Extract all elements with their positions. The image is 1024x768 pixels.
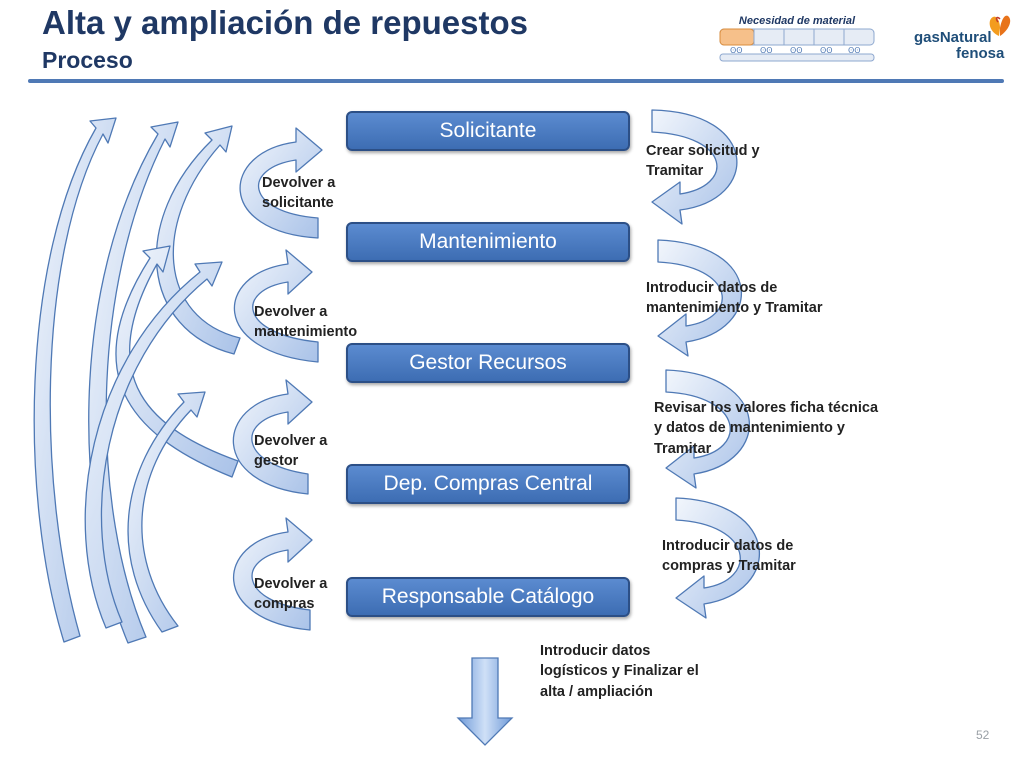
need-material-label: Necesidad de material xyxy=(738,15,856,27)
role-solicitante: Solicitante xyxy=(346,111,630,151)
header-divider xyxy=(28,79,1004,83)
return-arrow-long-3 xyxy=(155,125,241,355)
process-strip-icon: ʘʘ ʘʘ ʘʘ ʘʘ ʘʘ xyxy=(719,28,875,62)
svg-text:ʘʘ: ʘʘ xyxy=(790,46,803,55)
forward-step-label-4: Introducir datos de compras y Tramitar xyxy=(662,538,796,575)
svg-text:ʘʘ: ʘʘ xyxy=(760,46,773,55)
logo-line-2: fenosa xyxy=(956,44,1005,62)
return-step-label-solicitante: Devolver a solicitante xyxy=(262,175,336,212)
svg-text:ʘʘ: ʘʘ xyxy=(848,46,861,55)
forward-arrow-1 xyxy=(651,109,738,225)
forward-arrow-2 xyxy=(657,239,743,357)
return-step-label-gestor: Devolver a gestor xyxy=(254,433,328,470)
finish-down-arrow xyxy=(456,657,514,746)
role-dep-compras-central: Dep. Compras Central xyxy=(346,464,630,504)
return-arrow-mantenimiento xyxy=(233,249,319,363)
page-title: Alta y ampliación de repuestos xyxy=(42,4,528,41)
forward-arrow-3 xyxy=(665,369,751,489)
return-arrow-long-5 xyxy=(84,261,223,629)
svg-text:ʘʘ: ʘʘ xyxy=(820,46,833,55)
page-subtitle: Proceso xyxy=(42,47,133,73)
return-arrow-compras xyxy=(233,517,313,631)
return-arrow-gestor xyxy=(232,379,313,495)
role-mantenimiento: Mantenimiento xyxy=(346,222,630,262)
role-responsable-catalogo: Responsable Catálogo xyxy=(346,577,630,617)
forward-arrow-4 xyxy=(675,497,761,619)
page-number: 52 xyxy=(976,728,990,742)
return-step-label-compras: Devolver a compras xyxy=(254,576,328,613)
final-step-label: Introducir datos logísticos y Finalizar … xyxy=(540,643,699,700)
return-arrow-long-6 xyxy=(127,391,206,633)
company-logo: gasNatural fenosa xyxy=(914,30,1004,62)
return-arrow-solicitante xyxy=(239,127,323,239)
forward-step-label-3: Revisar los valores ficha técnica y dato… xyxy=(654,400,879,457)
logo-line-1: gasNatural xyxy=(914,29,992,46)
forward-step-label-1: Crear solicitud y Tramitar xyxy=(646,143,760,180)
role-gestor-recursos: Gestor Recursos xyxy=(346,343,630,383)
butterfly-logo-icon xyxy=(989,15,1011,37)
forward-step-label-2: Introducir datos de mantenimiento y Tram… xyxy=(646,280,823,317)
return-arrow-long-1 xyxy=(33,117,117,643)
return-step-label-mantenimiento: Devolver a mantenimiento xyxy=(254,304,358,341)
svg-text:ʘʘ: ʘʘ xyxy=(730,46,743,55)
